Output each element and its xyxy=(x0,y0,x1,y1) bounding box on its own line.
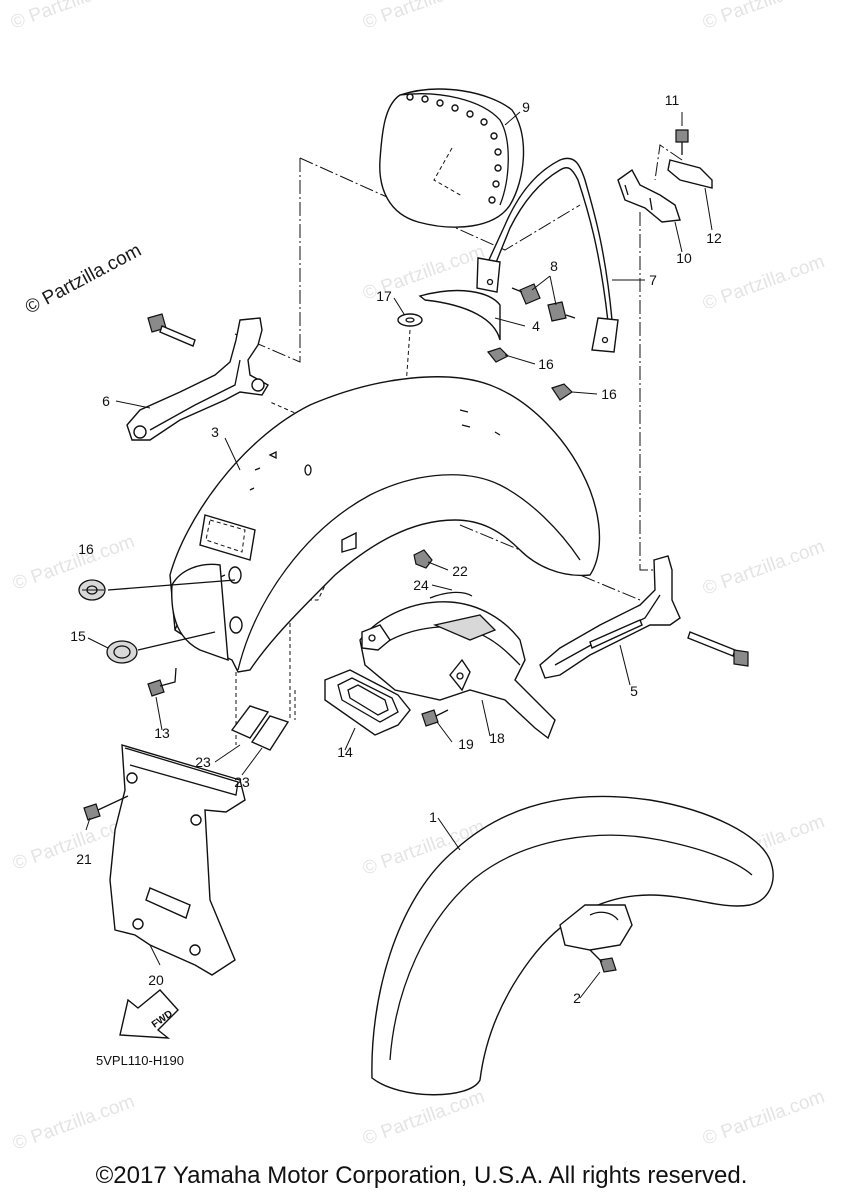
callout-6: 6 xyxy=(102,393,110,409)
callout-18: 18 xyxy=(489,730,505,746)
inner-fender-part-18 xyxy=(359,591,556,740)
callout-15: 15 xyxy=(70,628,86,644)
strip-part-4 xyxy=(418,289,501,341)
reflector-part-14 xyxy=(324,669,411,736)
callout-8: 8 xyxy=(550,258,558,274)
bolt-part-13 xyxy=(147,667,177,697)
bolt-part-11 xyxy=(654,129,689,181)
bolt-part-19 xyxy=(421,709,449,727)
callout-23: 23 xyxy=(234,774,250,790)
callout-13: 13 xyxy=(154,725,170,741)
callout-16: 16 xyxy=(78,541,94,557)
backrest-pad-part-9 xyxy=(379,88,525,228)
callout-14: 14 xyxy=(337,744,353,760)
callout-23: 23 xyxy=(195,754,211,770)
bolt-part-8 xyxy=(511,283,576,322)
callout-24: 24 xyxy=(413,577,429,593)
forward-arrow-icon xyxy=(119,989,179,1039)
rear-fender-part-3 xyxy=(169,376,601,673)
callout-10: 10 xyxy=(676,250,692,266)
callout-16: 16 xyxy=(538,356,554,372)
clip-part-22 xyxy=(413,549,433,569)
strut-part-5 xyxy=(539,555,749,679)
callout-3: 3 xyxy=(211,424,219,440)
callout-12: 12 xyxy=(706,230,722,246)
callout-9: 9 xyxy=(522,99,530,115)
pad-part-23 xyxy=(230,705,290,751)
front-fender-part-1 xyxy=(371,795,774,1096)
callout-2: 2 xyxy=(573,990,581,1006)
callout-7: 7 xyxy=(649,272,657,288)
callout-5: 5 xyxy=(630,683,638,699)
callout-4: 4 xyxy=(532,318,540,334)
copyright-footer: ©2017 Yamaha Motor Corporation, U.S.A. A… xyxy=(95,1162,748,1189)
callout-22: 22 xyxy=(452,563,468,579)
callout-1: 1 xyxy=(429,809,437,825)
cap-part-12 xyxy=(667,159,713,189)
bracket-part-10 xyxy=(617,168,681,223)
grommet-part-15 xyxy=(106,579,236,664)
callout-21: 21 xyxy=(76,851,92,867)
callout-17: 17 xyxy=(376,288,392,304)
strut-part-6 xyxy=(126,313,269,441)
side-cover-part-20 xyxy=(83,744,246,976)
callout-16: 16 xyxy=(601,386,617,402)
callout-20: 20 xyxy=(148,972,164,988)
diagram-code: 5VPL110-H190 xyxy=(96,1053,184,1068)
callout-19: 19 xyxy=(458,736,474,752)
callout-11: 11 xyxy=(664,92,680,108)
sissy-bar-part-7 xyxy=(476,157,619,353)
